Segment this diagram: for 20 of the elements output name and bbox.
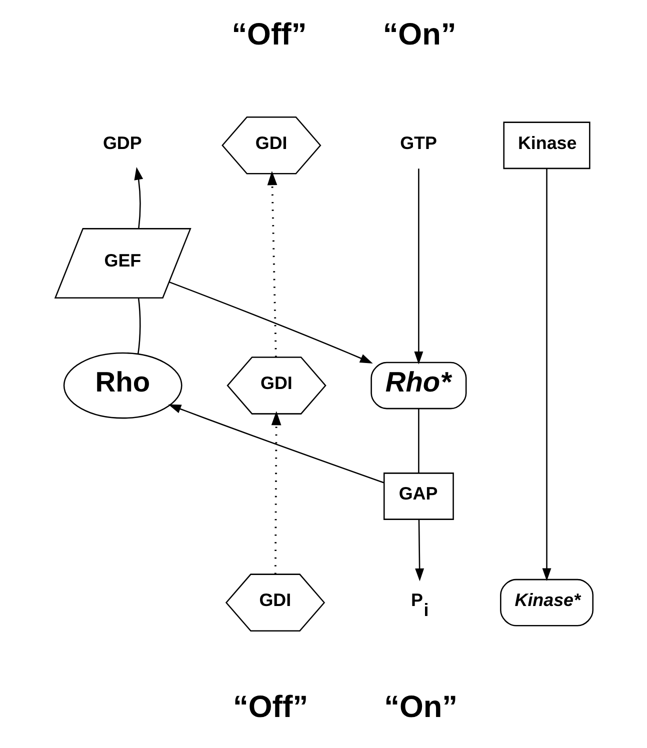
label: “Off” <box>231 16 306 52</box>
node-box: Kinase* <box>500 578 594 626</box>
node-box: Rho* <box>370 362 466 410</box>
arrow <box>266 171 277 357</box>
arrow <box>168 281 372 364</box>
arrow <box>168 404 384 484</box>
node-box: GAP <box>382 472 454 520</box>
connector <box>136 298 140 354</box>
arrow <box>542 168 551 582</box>
label: “Off” <box>232 688 308 724</box>
arrow <box>270 411 281 574</box>
node-text: GDP <box>102 132 142 153</box>
arrow <box>414 168 423 364</box>
label: “On” <box>384 688 458 724</box>
arrow <box>414 520 424 582</box>
node-box: Kinase <box>502 122 590 170</box>
label: “On” <box>382 16 456 52</box>
connector <box>418 408 419 474</box>
arrow <box>134 166 143 229</box>
node-text: GTP <box>400 132 436 153</box>
